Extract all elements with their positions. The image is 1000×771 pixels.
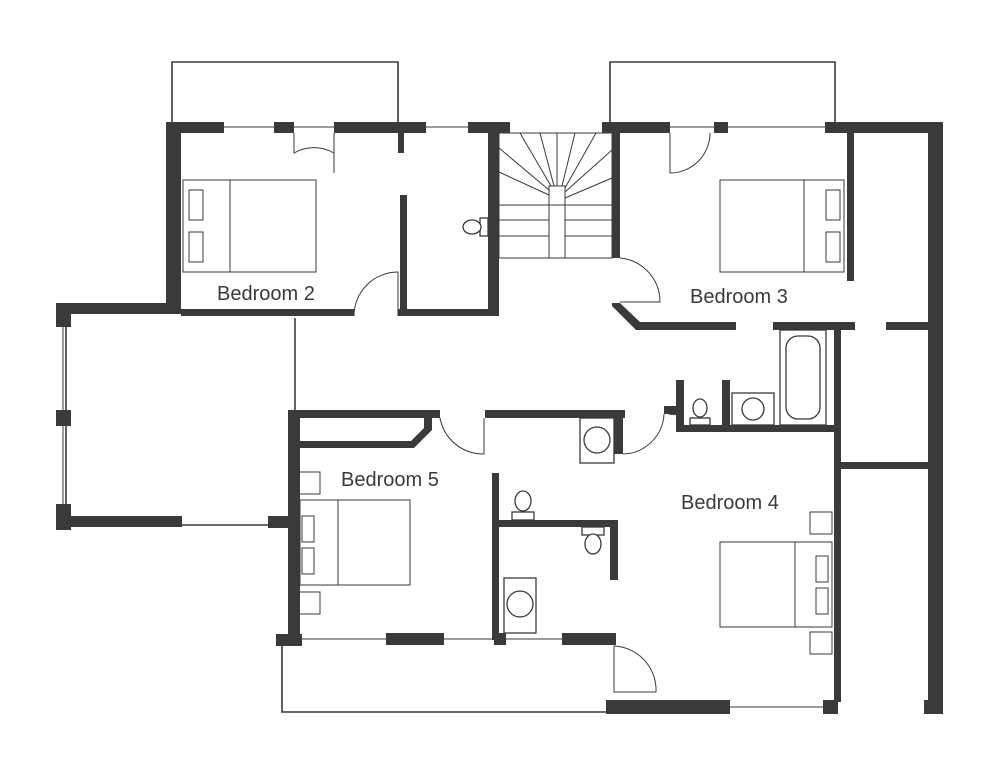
- balcony-bottom: [281, 642, 610, 713]
- basin-icon: [579, 417, 615, 464]
- basin-icon: [731, 392, 775, 426]
- toilet-icon: [581, 526, 605, 555]
- basin-icon: [503, 577, 537, 634]
- bed-bedroom5: [297, 471, 411, 615]
- door-bedroom2: [353, 271, 399, 317]
- bathtub-icon: [779, 329, 827, 426]
- toilet-icon: [689, 398, 711, 426]
- furniture: [182, 179, 845, 655]
- bed-bedroom3: [719, 179, 845, 273]
- doors: [293, 132, 711, 693]
- label-bedroom2: Bedroom 2: [217, 283, 315, 305]
- label-bedroom3: Bedroom 3: [690, 286, 788, 308]
- door-bedroom2-balcony: [293, 133, 335, 154]
- bed-bedroom2: [182, 179, 317, 273]
- walls: [56, 122, 943, 714]
- toilet-icon: [511, 490, 535, 521]
- balcony-top-right: [609, 61, 836, 124]
- door-bedroom4: [622, 413, 665, 455]
- toilet-icon: [462, 217, 489, 237]
- room-labels: Bedroom 2 Bedroom 3 Bedroom 5 Bedroom 4: [217, 283, 788, 514]
- door-ensuite3: [663, 411, 685, 416]
- label-bedroom4: Bedroom 4: [681, 492, 779, 514]
- door-bedroom5: [439, 417, 485, 455]
- staircase: [498, 132, 613, 259]
- door-balcony-bottom: [613, 645, 657, 693]
- door-bedroom3: [619, 257, 661, 303]
- label-bedroom5: Bedroom 5: [341, 469, 439, 491]
- windows: [62, 126, 825, 708]
- conservatory-outline: [65, 327, 180, 526]
- bed-bedroom4: [719, 511, 833, 655]
- fixtures: [462, 217, 827, 634]
- door-bedroom3-balcony: [669, 132, 711, 174]
- balcony-top-left: [171, 61, 399, 124]
